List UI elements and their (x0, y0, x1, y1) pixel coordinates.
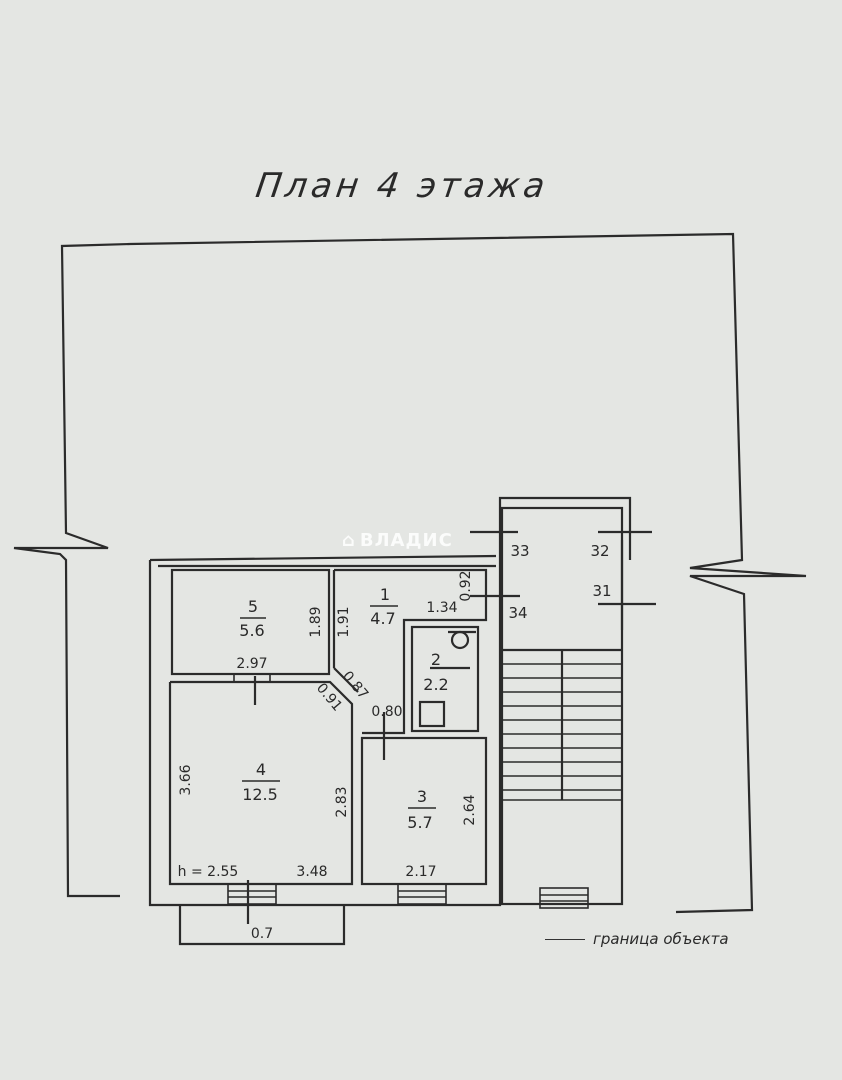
dim-room3-width: 2.17 (405, 864, 436, 880)
dim-room5-height: 1.89 (308, 606, 324, 637)
room-3-number: 3 (417, 787, 427, 806)
legend-text: граница объекта (593, 930, 729, 948)
neighbor-labels: 33 32 31 34 (508, 542, 611, 622)
watermark-logo: ⌂ВЛАДИС (342, 530, 453, 551)
room-4-outline (168, 680, 354, 886)
dim-room1-height: 1.91 (336, 606, 352, 637)
legend: граница объекта (545, 930, 729, 948)
outer-boundary-right (129, 232, 807, 914)
dim-room4-width: 3.48 (296, 864, 327, 880)
balcony (178, 905, 346, 946)
dim-room5-width: 2.97 (236, 656, 267, 672)
dim-balcony: 0.7 (251, 926, 273, 942)
room-5-area: 5.6 (239, 621, 264, 640)
dim-diagonal-b: 0.91 (313, 680, 345, 714)
ceiling-height: h = 2.55 (178, 864, 239, 880)
room-4-number: 4 (256, 760, 266, 779)
dim-room1-width: 1.34 (426, 600, 457, 616)
legend-line (545, 939, 585, 940)
room-3-area: 5.7 (407, 813, 432, 832)
room-5-number: 5 (248, 597, 258, 616)
neighbor-33: 33 (510, 542, 529, 560)
watermark-text: ВЛАДИС (359, 530, 453, 551)
room-2-outline (410, 625, 480, 733)
neighbor-34: 34 (508, 604, 527, 622)
dim-room1-small: 0.92 (458, 570, 474, 601)
room-2-number: 2 (431, 650, 441, 669)
apartment-wall-top (148, 496, 632, 907)
room-1-area: 4.7 (370, 609, 395, 628)
dim-room4-height: 3.66 (178, 764, 194, 795)
stair-steps (502, 663, 622, 801)
house-icon: ⌂ (342, 530, 356, 551)
outer-boundary-left (13, 242, 131, 898)
room-1-outline (334, 568, 488, 735)
dim-room3-height: 2.64 (462, 794, 478, 825)
room-labels: 5 5.6 1 4.7 2 2.2 4 12.5 3 5.7 (239, 585, 448, 832)
dim-diagonal-a: 0.87 (339, 668, 371, 702)
neighbor-32: 32 (590, 542, 609, 560)
windows (227, 673, 589, 909)
room-4-area: 12.5 (242, 785, 278, 804)
room-1-number: 1 (380, 585, 390, 604)
dim-room4-inner: 2.83 (334, 786, 350, 817)
neighbor-31: 31 (592, 582, 611, 600)
room-2-area: 2.2 (423, 675, 448, 694)
dim-bath-width: 0.80 (371, 704, 402, 720)
